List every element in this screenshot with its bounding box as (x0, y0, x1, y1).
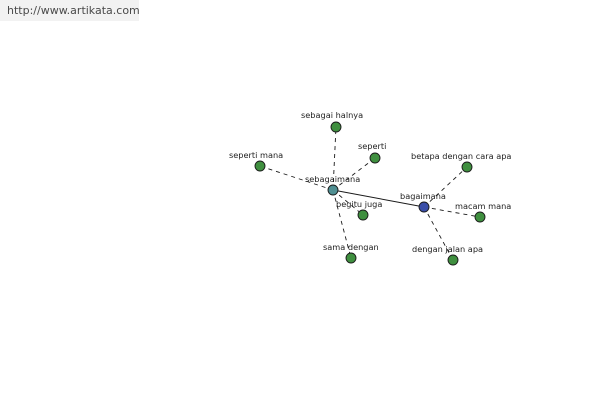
graph-nodes (254, 121, 486, 266)
node-seperti[interactable] (369, 152, 381, 164)
edge-sebagaimana-to-seperti-mana (259, 165, 334, 191)
node-begitu-juga[interactable] (357, 209, 369, 221)
node-label-betapa-dengan-cara-apa[interactable]: betapa dengan cara apa (411, 151, 511, 161)
edge-sebagaimana-to-begitu-juga (332, 189, 364, 216)
edge-sebagaimana-to-bagaimana (332, 189, 425, 208)
edge-sebagaimana-to-sama-dengan (332, 189, 352, 259)
node-bagaimana[interactable] (418, 201, 430, 213)
node-seperti-mana[interactable] (254, 160, 266, 172)
node-label-sama-dengan[interactable]: sama dengan (323, 242, 379, 252)
node-label-sebagai-halnya[interactable]: sebagai halnya (301, 110, 363, 120)
edge-sebagaimana-to-seperti (332, 157, 376, 191)
node-dengan-jalan-apa[interactable] (447, 254, 459, 266)
node-label-seperti[interactable]: seperti (358, 141, 386, 151)
node-sebagai-halnya[interactable] (330, 121, 342, 133)
node-label-bagaimana[interactable]: bagaimana (400, 191, 446, 201)
edge-bagaimana-to-betapa-dengan-cara-apa (423, 166, 468, 208)
edge-bagaimana-to-macam-mana (423, 206, 481, 218)
node-label-sebagaimana[interactable]: sebagaimana (305, 174, 360, 184)
edge-sebagaimana-to-sebagai-halnya (332, 126, 337, 191)
edge-bagaimana-to-dengan-jalan-apa (423, 206, 454, 261)
source-url[interactable]: http://www.artikata.com (0, 0, 140, 21)
node-label-macam-mana[interactable]: macam mana (455, 201, 511, 211)
node-label-dengan-jalan-apa[interactable]: dengan jalan apa (412, 244, 483, 254)
node-macam-mana[interactable] (474, 211, 486, 223)
node-label-seperti-mana[interactable]: seperti mana (229, 150, 283, 160)
node-sebagaimana[interactable] (327, 184, 339, 196)
graph-edges (259, 126, 481, 261)
node-label-begitu-juga[interactable]: begitu juga (336, 199, 382, 209)
graph-labels: bagaimana sebagaimana sebagai halnya sepert… (229, 110, 511, 254)
node-betapa-dengan-cara-apa[interactable] (461, 161, 473, 173)
node-sama-dengan[interactable] (345, 252, 357, 264)
